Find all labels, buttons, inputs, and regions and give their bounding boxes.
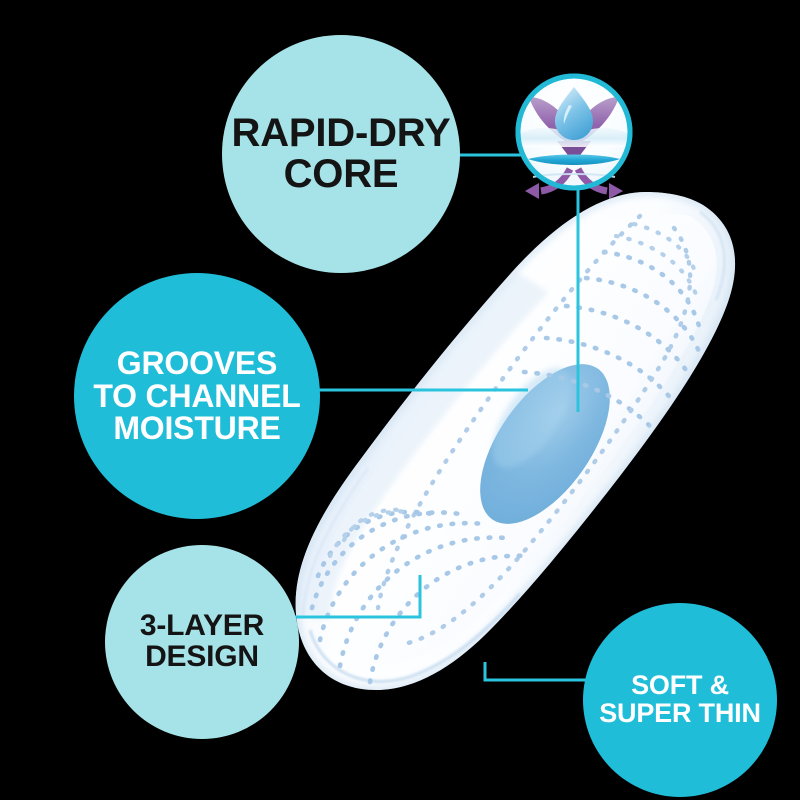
absorbent-bar-icon: [528, 154, 620, 165]
pad-core-ellipse-sheen: [492, 368, 572, 468]
connector-three-layer: [290, 575, 422, 619]
connector-lines: [290, 153, 600, 682]
callout-soft-and-super-thin[interactable]: SOFT & SUPER THIN: [583, 603, 777, 797]
callout-three-layer-label: 3-LAYER DESIGN: [139, 609, 265, 673]
funnel-chevron-icon: [529, 97, 619, 147]
quilt-center-grooves: [375, 213, 693, 647]
pad-vignette: [295, 192, 736, 690]
spread-arrow-right-head: [609, 183, 623, 199]
callout-grooves-to-channel-moisture[interactable]: GROOVES TO CHANNEL MOISTURE: [74, 273, 320, 519]
callout-grooves-label: GROOVES TO CHANNEL MOISTURE: [93, 344, 301, 447]
quilt-pattern-lower-inner: [327, 507, 415, 559]
pad-graphic: [295, 192, 736, 690]
quilt-pattern-lower: [309, 509, 527, 685]
spread-arrow-left-head: [525, 183, 539, 199]
water-droplet-icon: [555, 87, 593, 140]
callout-three-layer-design[interactable]: 3-LAYER DESIGN: [105, 545, 299, 739]
quilt-pattern-upper-inner: [613, 221, 701, 303]
callout-soft-thin-label: SOFT & SUPER THIN: [599, 670, 761, 728]
callout-rapid-dry-core[interactable]: RAPID-DRY CORE: [222, 35, 460, 273]
pad-shading-left: [295, 272, 548, 620]
rapid-dry-core-icon: [515, 73, 633, 199]
water-droplet-highlight: [563, 105, 572, 124]
callout-rapid-dry-core-label: RAPID-DRY CORE: [231, 110, 451, 196]
icon-badge-ring: [515, 73, 633, 191]
pad-edge-ridge-right: [699, 211, 726, 301]
connector-soft-thin: [483, 662, 600, 682]
